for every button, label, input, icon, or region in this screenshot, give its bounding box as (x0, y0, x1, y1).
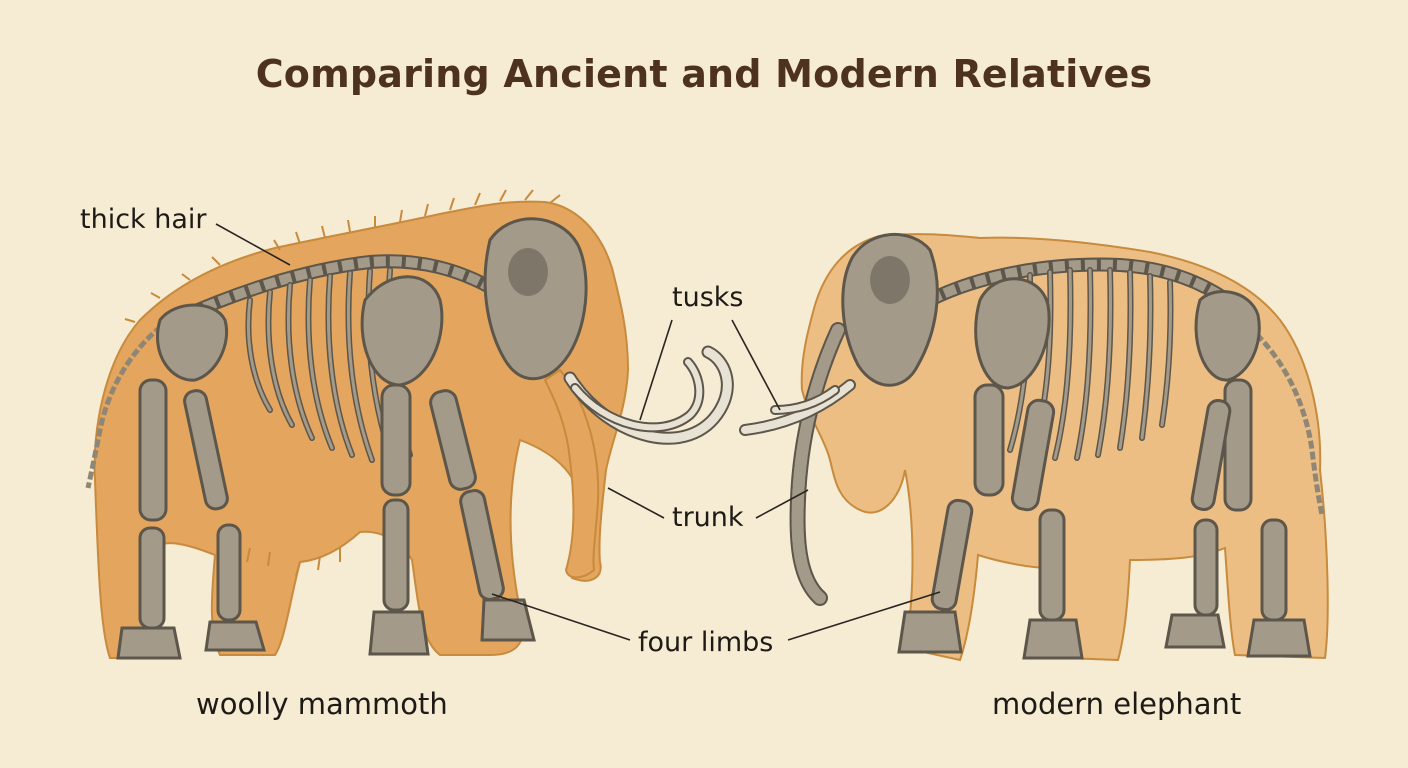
elephant-tail (1238, 318, 1325, 516)
label-four-limbs: four limbs (638, 627, 774, 658)
mammoth-tusks (563, 345, 734, 445)
leader-limbs-right (787, 591, 941, 641)
elephant-legs (897, 378, 1312, 660)
elephant-tusks (739, 379, 856, 436)
caption-modern-elephant: modern elephant (992, 687, 1242, 721)
mammoth-trunk (543, 368, 600, 579)
woolly-mammoth-figure (85, 189, 734, 660)
modern-elephant-figure (739, 232, 1329, 662)
mammoth-pelvis (156, 303, 228, 382)
elephant-scapula (974, 277, 1051, 390)
label-thick-hair: thick hair (80, 204, 207, 235)
leader-thick-hair (215, 223, 291, 266)
leader-tusks-right (731, 319, 781, 411)
mammoth-hair-fringe (124, 189, 561, 577)
elephant-pelvis (1194, 290, 1261, 382)
mammoth-skull (483, 217, 588, 381)
mammoth-scapula (360, 275, 444, 387)
mammoth-tail (85, 317, 172, 489)
leader-tusks-left (639, 319, 673, 421)
leader-limbs-left (491, 593, 631, 641)
leader-trunk-left (607, 487, 665, 519)
diagram-title: Comparing Ancient and Modern Relatives (255, 52, 1153, 96)
label-tusks: tusks (672, 282, 744, 313)
caption-woolly-mammoth: woolly mammoth (196, 687, 448, 721)
mammoth-legs (116, 378, 536, 660)
label-trunk: trunk (672, 502, 744, 533)
leader-lines (215, 223, 941, 641)
elephant-skull (841, 232, 939, 387)
leader-trunk-right (755, 489, 809, 519)
